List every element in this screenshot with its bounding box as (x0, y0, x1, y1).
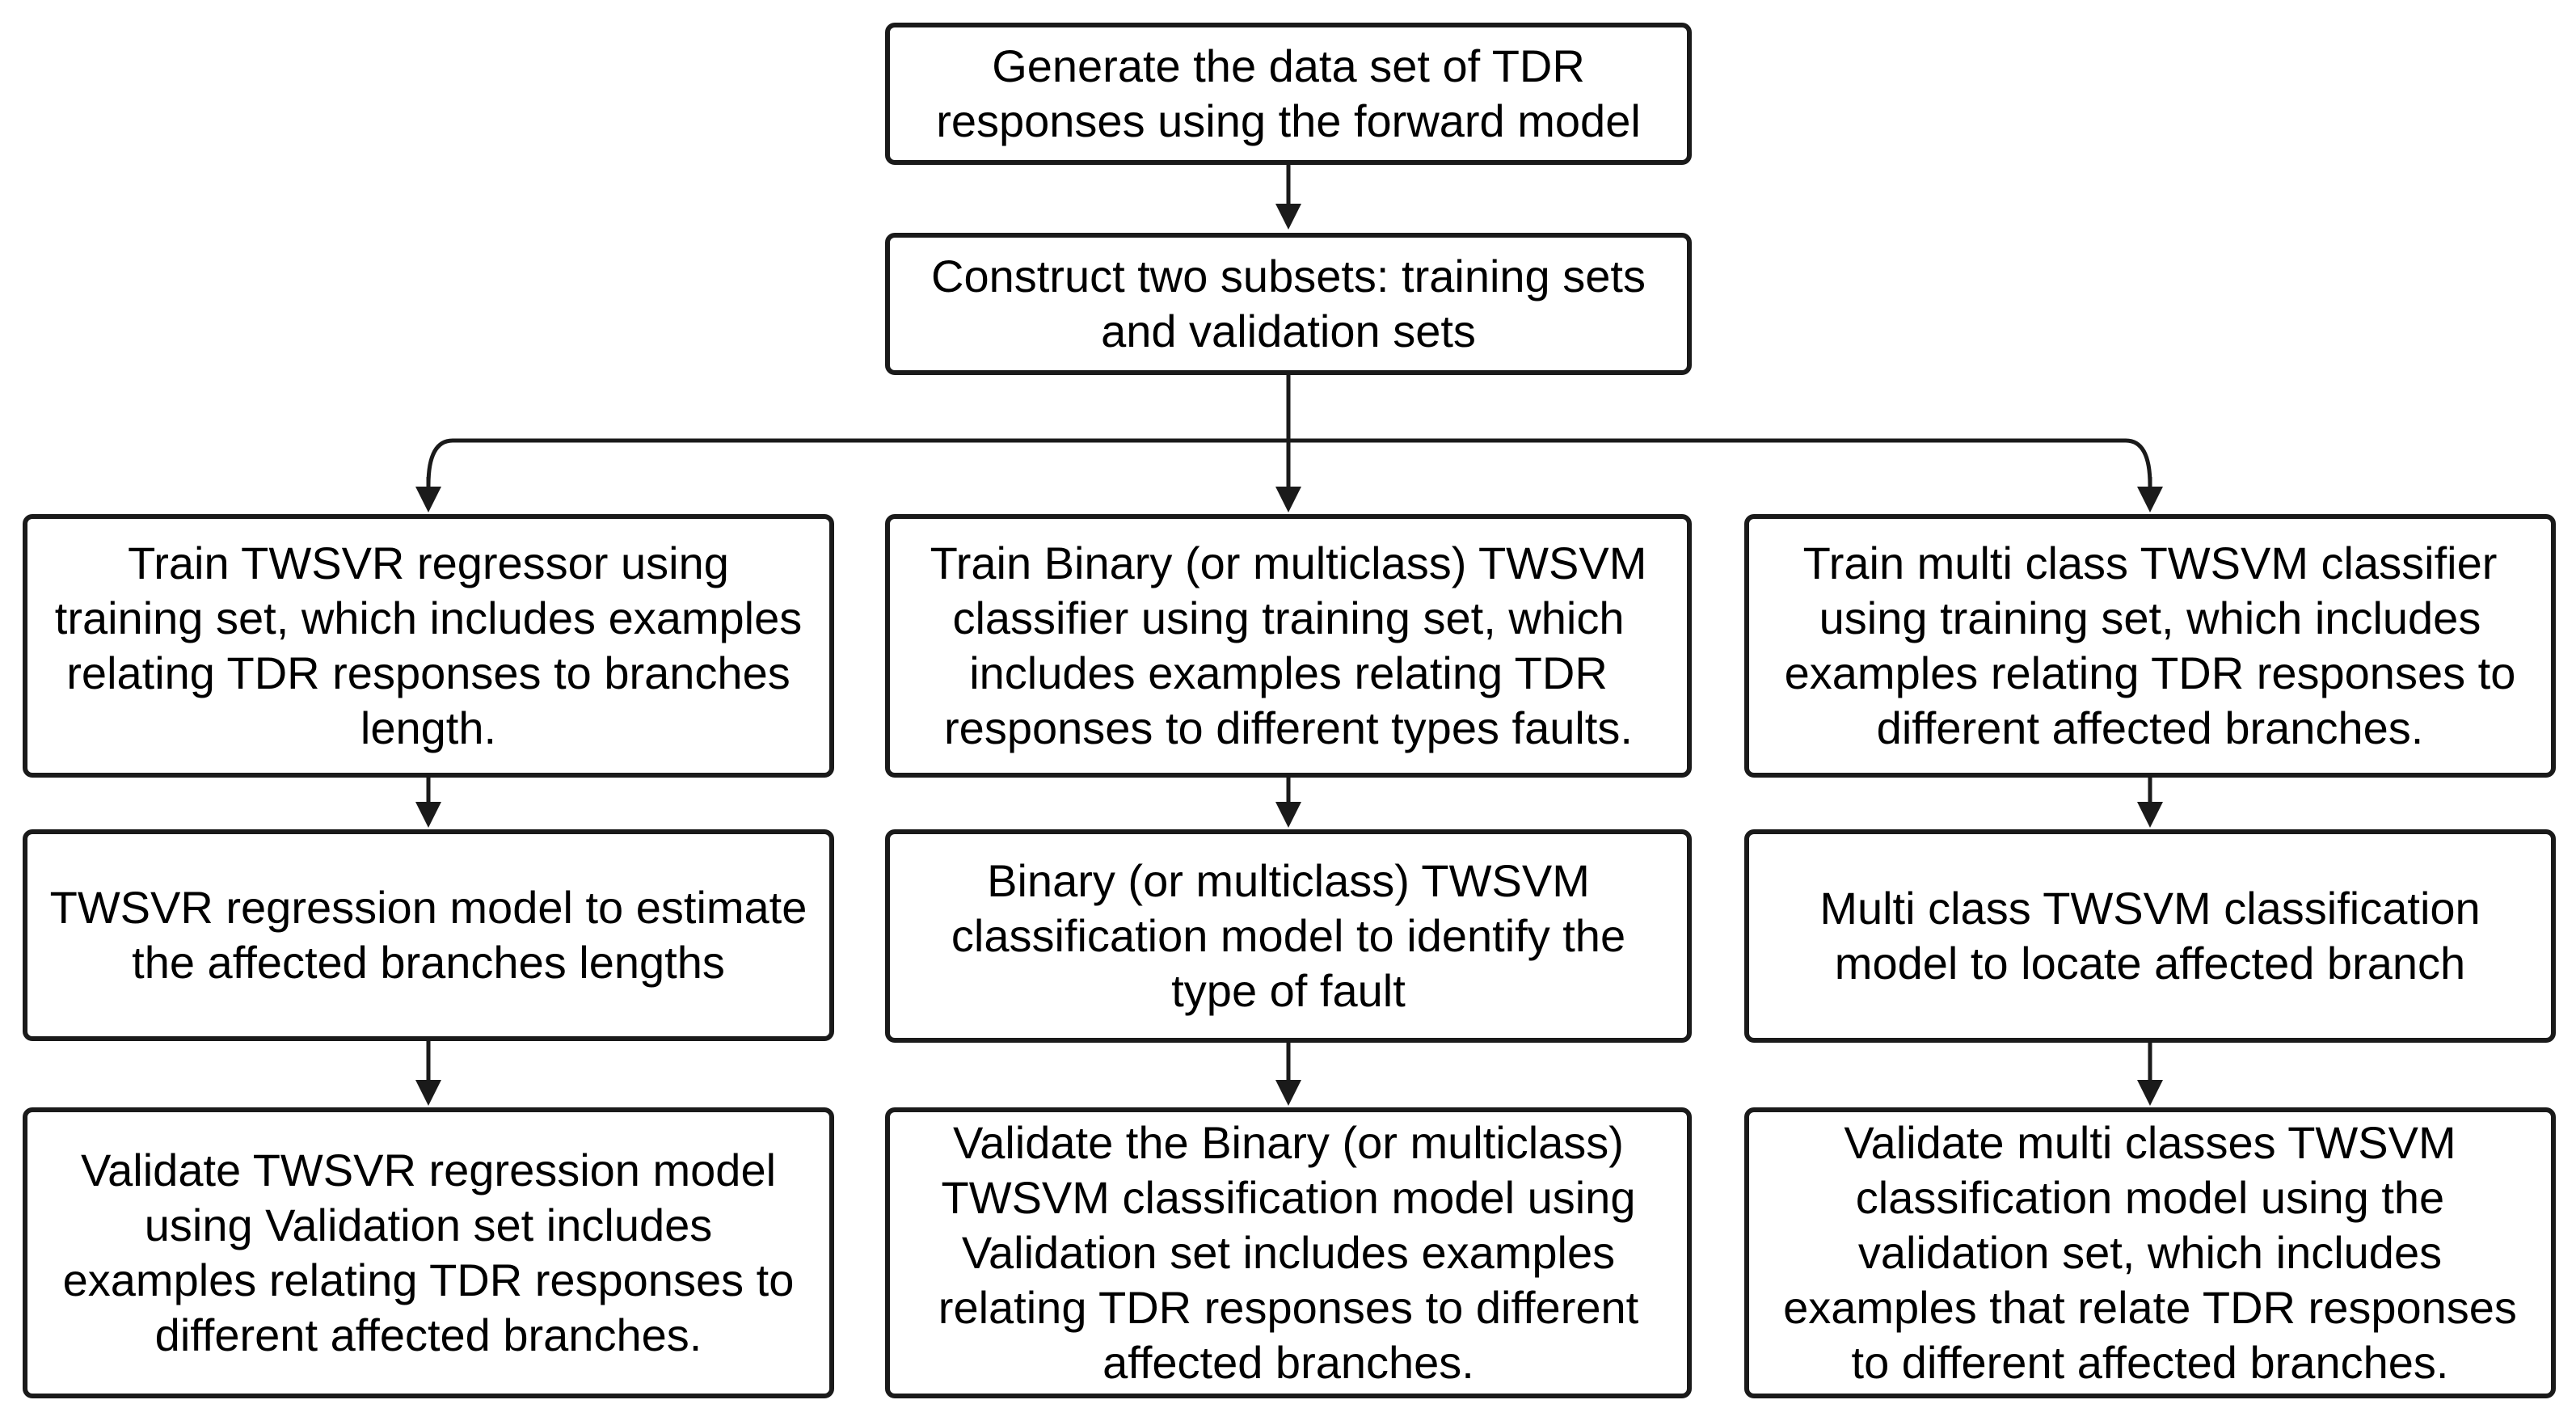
binary-twsvm-model-text: Binary (or multiclass) TWSVM classificat… (951, 855, 1626, 1016)
multiclass-twsvm-model-box: Multi class TWSVM classification model t… (1744, 829, 2556, 1043)
construct-subsets-text: Construct two subsets: training sets and… (931, 251, 1646, 356)
multiclass-twsvm-model-text: Multi class TWSVM classification model t… (1819, 883, 2481, 989)
arrowhead-left-validate (415, 1080, 441, 1106)
binary-twsvm-model-box: Binary (or multiclass) TWSVM classificat… (885, 829, 1692, 1043)
train-binary-twsvm-text: Train Binary (or multiclass) TWSVM class… (930, 538, 1647, 753)
train-twsvr-box: Train TWSVR regressor using training set… (23, 514, 834, 778)
validate-binary-twsvm-box: Validate the Binary (or multiclass) TWSV… (885, 1107, 1692, 1398)
train-binary-twsvm-box: Train Binary (or multiclass) TWSVM class… (885, 514, 1692, 778)
arrowhead-construct (1275, 204, 1301, 230)
generate-dataset-box: Generate the data set of TDR responses u… (885, 23, 1692, 165)
arrowhead-right-validate (2137, 1080, 2163, 1106)
train-multiclass-twsvm-box: Train multi class TWSVM classifier using… (1744, 514, 2556, 778)
train-twsvr-text: Train TWSVR regressor using training set… (54, 538, 803, 753)
train-multiclass-twsvm-text: Train multi class TWSVM classifier using… (1784, 538, 2516, 753)
validate-twsvr-box: Validate TWSVR regression model using Va… (23, 1107, 834, 1398)
generate-dataset-text: Generate the data set of TDR responses u… (936, 40, 1641, 146)
arrowhead-left-train (415, 487, 441, 512)
validate-multiclass-twsvm-box: Validate multi classes TWSVM classificat… (1744, 1107, 2556, 1398)
validate-multiclass-twsvm-text: Validate multi classes TWSVM classificat… (1783, 1117, 2517, 1388)
twsvr-regression-model-text: TWSVR regression model to estimate the a… (49, 882, 807, 988)
arrowhead-middle-train (1275, 487, 1301, 512)
twsvr-regression-model-box: TWSVR regression model to estimate the a… (23, 829, 834, 1041)
arrowhead-right-model (2137, 802, 2163, 828)
validate-twsvr-text: Validate TWSVR regression model using Va… (62, 1145, 795, 1360)
construct-subsets-box: Construct two subsets: training sets and… (885, 233, 1692, 375)
arrowhead-right-train (2137, 487, 2163, 512)
arrowhead-middle-validate (1275, 1080, 1301, 1106)
arrowhead-left-model (415, 802, 441, 828)
validate-binary-twsvm-text: Validate the Binary (or multiclass) TWSV… (938, 1117, 1639, 1388)
arrowhead-middle-model (1275, 802, 1301, 828)
